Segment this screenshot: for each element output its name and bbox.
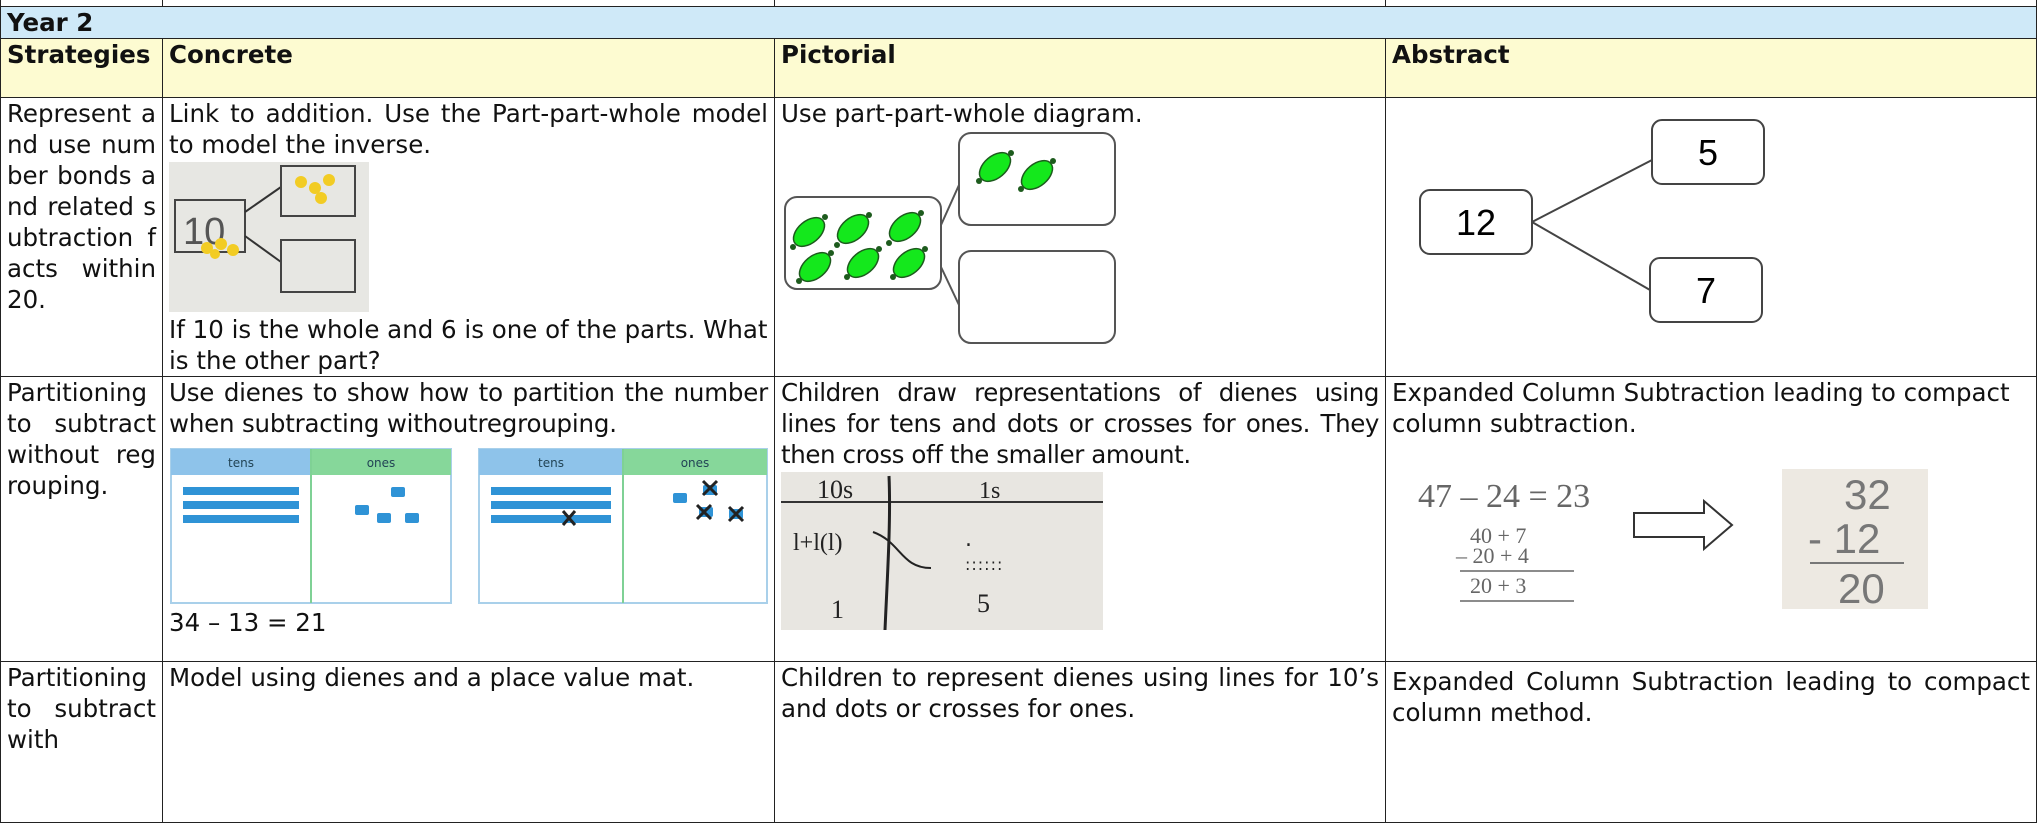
strategy-cell: Represent and use number bonds and relat…	[0, 97, 163, 377]
concrete-cell: Use dienes to show how to partition the …	[162, 376, 775, 662]
dienes-sketch-photo: 10s 1s l+l(l) . :::::: 1 5	[781, 472, 1103, 630]
mat-label: ones	[367, 456, 396, 470]
compact-top: 32	[1844, 471, 1891, 518]
pictorial-cell: Children draw representations of dienes …	[774, 376, 1386, 662]
year-row: Year 2	[0, 6, 2037, 39]
pictorial-cell: Children to represent dienes using lines…	[774, 661, 1386, 823]
table-row: Represent and use number bonds and relat…	[0, 97, 2037, 377]
sketch-ones-head: 1s	[979, 478, 1000, 504]
expanded-line-1: 40 + 7	[1470, 523, 1526, 548]
concrete-caption: 34 – 13 = 21	[169, 608, 327, 637]
svg-text:.: .	[965, 527, 972, 552]
year-label: Year 2	[0, 6, 2037, 39]
strategy-cell: Partitioning to subtract with	[0, 661, 163, 823]
header-pictorial: Pictorial	[774, 38, 1386, 98]
arrow-icon	[1633, 498, 1734, 552]
sweets-part-whole-diagram	[784, 132, 1116, 344]
sketch-ones-answer: 5	[977, 589, 990, 618]
abstract-cell: 12 5 7	[1385, 97, 2037, 377]
expanded-line-3: 20 + 3	[1470, 573, 1526, 598]
number-bond-diagram: 12 5 7	[1419, 119, 1765, 323]
part-whole-counters-photo: 10	[169, 162, 369, 312]
header-strategies: Strategies	[0, 38, 163, 98]
pictorial-text: Children to represent dienes using lines…	[781, 663, 1379, 723]
pictorial-text: Use part-part-whole diagram.	[781, 99, 1143, 128]
mat-after: tens ones	[478, 448, 768, 604]
table-row: Partitioning to subtract with Model usin…	[0, 661, 2037, 823]
sketch-tens-head: 10s	[817, 475, 853, 504]
pictorial-cell: Use part-part-whole diagram.	[774, 97, 1386, 377]
table-row: Partitioning to subtract without regroup…	[0, 376, 2037, 662]
compact-middle: - 12	[1808, 515, 1880, 562]
mat-label: ones	[681, 456, 710, 470]
expanded-equation: 47 – 24 = 23	[1418, 478, 1590, 515]
sketch-tens-work: l+l(l)	[793, 530, 843, 556]
expanded-line-2: – 20 + 4	[1455, 543, 1529, 568]
mat-label: tens	[228, 456, 254, 470]
concrete-text: Use dienes to show how to partition the …	[169, 378, 768, 438]
sketch-tens-answer: 1	[831, 595, 844, 624]
concrete-text: Link to addition. Use the Part-part-whol…	[169, 99, 768, 159]
bond-part-b: 7	[1696, 270, 1716, 311]
abstract-text: Expanded Column Subtraction leading to c…	[1392, 667, 2030, 727]
header-concrete: Concrete	[162, 38, 775, 98]
bond-part-a: 5	[1698, 132, 1718, 173]
mat-label: tens	[538, 456, 564, 470]
mat-before: tens ones	[170, 448, 452, 604]
abstract-cell: Expanded Column Subtraction leading to c…	[1385, 376, 2037, 662]
abstract-text: Expanded Column Subtraction leading to c…	[1392, 378, 2010, 438]
expanded-to-compact-diagram: 47 – 24 = 23 40 + 7 – 20 + 4 20 + 3 32 -…	[1418, 469, 1928, 612]
abstract-cell: Expanded Column Subtraction leading to c…	[1385, 661, 2037, 823]
pictorial-text: Children draw representations of dienes …	[781, 378, 1379, 469]
place-value-mats-photo: tens ones tens ones	[170, 448, 768, 604]
compact-result: 20	[1838, 565, 1885, 612]
concrete-caption: If 10 is the whole and 6 is one of the p…	[169, 315, 768, 375]
concrete-cell: Model using dienes and a place value mat…	[162, 661, 775, 823]
strategy-cell: Partitioning to subtract without regroup…	[0, 376, 163, 662]
header-row: Strategies Concrete Pictorial Abstract	[0, 38, 2037, 98]
svg-text:::::::: ::::::	[965, 555, 1003, 574]
concrete-text: Model using dienes and a place value mat…	[169, 663, 695, 692]
concrete-cell: Link to addition. Use the Part-part-whol…	[162, 97, 775, 377]
header-abstract: Abstract	[1385, 38, 2037, 98]
bond-whole: 12	[1456, 202, 1496, 243]
